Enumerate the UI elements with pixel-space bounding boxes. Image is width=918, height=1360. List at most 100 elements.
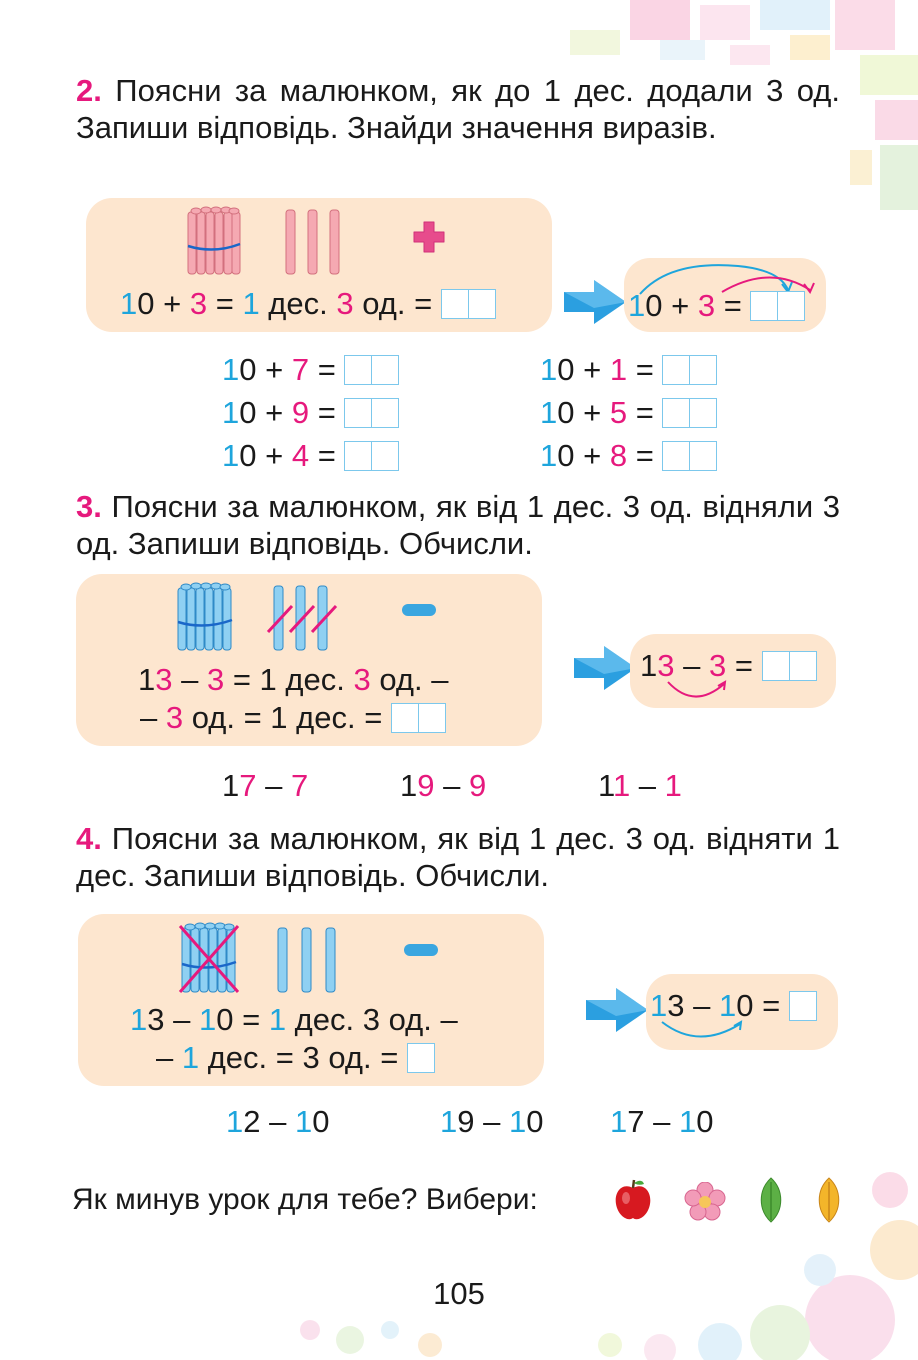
task-3-box-line-2: – 3 од. = 1 дес. = [140,700,446,736]
operator: = [715,288,742,323]
answer-cell[interactable] [690,355,718,385]
digit: 1 [508,1104,527,1139]
operator: – [434,768,469,803]
operator: – [140,700,166,735]
answer-cell[interactable] [662,398,691,428]
operator: – [172,662,207,697]
digit: 0 [216,1002,234,1037]
answer-cell[interactable] [372,441,400,471]
answer-cell[interactable] [690,441,718,471]
digit: 1 [664,768,682,803]
digit: 1 [610,1104,628,1139]
apple-icon[interactable] [612,1178,654,1222]
operator: = [627,395,654,430]
exercise-3-1: 17 – 7 [222,768,308,804]
answer-cell[interactable] [690,398,718,428]
digit: 1 [222,395,240,430]
task-4-box-line-1: 13 – 10 = 1 дес. 3 од. – [130,1002,458,1038]
digit: 3 [206,662,225,697]
operator: + [154,286,190,321]
operator: – [164,1002,199,1037]
corner-decoration-bottom-right [598,1172,918,1360]
digit: 9 [291,395,310,430]
task-3-text: Поясни за малюнком, як від 1 дес. 3 од. … [76,489,841,561]
yellow-leaf-icon[interactable] [814,1176,844,1224]
corner-decoration-bottom-left [300,1320,442,1357]
answer-cell[interactable] [390,703,419,733]
digit: 0 [239,438,257,473]
digit: 1 [400,768,418,803]
digit: 8 [609,438,628,473]
digit: 7 [239,768,257,803]
exercise-3-3: 11 – 1 [598,768,682,804]
answer-cell[interactable] [788,991,817,1021]
operator: – [260,1104,295,1139]
operator: – [674,648,709,683]
digit: 0 [239,395,257,430]
digit: 1 [650,988,668,1023]
task-2-instruction: 2. Поясни за малюнком, як до 1 дес. дода… [76,72,840,146]
task-4-number: 4. [76,821,102,856]
answer-cell[interactable] [778,291,806,321]
exercise-2-3: 10 + 4 = [222,438,400,474]
digit: 4 [291,438,310,473]
operator: = [726,648,753,683]
answer-cell[interactable] [406,1043,435,1073]
digit: 0 [312,1104,330,1139]
digit: 3 [165,700,184,735]
digit: 9 [457,1104,475,1139]
answer-cell[interactable] [468,289,496,319]
digit: 1 [440,1104,458,1139]
answer-cell[interactable] [344,441,373,471]
answer-cell[interactable] [662,355,691,385]
task-3-illustration-box [76,574,542,746]
digit: 0 [137,286,155,321]
minus-sign-icon [404,944,438,956]
answer-cell[interactable] [761,651,790,681]
task-2-number: 2. [76,73,102,108]
operator: + [256,395,292,430]
digit: 1 [138,662,156,697]
digit: 0 [696,1104,714,1139]
digit: 1 [120,286,138,321]
task-4-box-line-2: – 1 дес. = 3 од. = [156,1040,435,1076]
answer-cell[interactable] [372,398,400,428]
answer-cell[interactable] [440,289,469,319]
digit: 9 [468,768,487,803]
answer-cell[interactable] [344,398,373,428]
digit: 0 [557,395,575,430]
operator: = [753,988,781,1023]
digit: 1 [540,352,558,387]
digit: 1 [614,768,631,803]
digit: 3 [657,648,675,683]
digit: 0 [645,288,663,323]
digit: 1 [628,288,646,323]
answer-cell[interactable] [750,291,779,321]
digit: 5 [609,395,628,430]
answer-cell[interactable] [662,441,691,471]
exercise-4-3: 17 – 10 [610,1104,713,1140]
task-4-result-equation: 13 – 10 = [650,988,817,1024]
green-leaf-icon[interactable] [756,1176,786,1224]
digit: 1 [242,286,260,321]
unit-label: од. = 1 дес. = [183,700,383,735]
right-arrow-icon [574,646,636,690]
operator: + [256,438,292,473]
answer-cell[interactable] [789,651,817,681]
operator: – [256,768,291,803]
digit: 1 [678,1104,697,1139]
task-2-box-equation: 10 + 3 = 1 дес. 3 од. = [120,286,496,322]
operator: – [474,1104,509,1139]
reflection-question: Як минув урок для тебе? Вибери: [72,1183,538,1216]
exercise-2-6: 10 + 8 = [540,438,718,474]
blue-bundle-of-ten-sticks-icon [177,582,233,651]
answer-cell[interactable] [418,703,446,733]
three-sticks-icon [285,209,340,275]
right-arrow-icon [586,988,648,1032]
operator: = [309,352,336,387]
task-3-instruction: 3. Поясни за малюнком, як від 1 дес. 3 о… [76,488,840,562]
answer-cell[interactable] [344,355,373,385]
bundle-of-ten-sticks-icon [187,206,241,275]
flower-icon[interactable] [684,1182,726,1222]
answer-cell[interactable] [372,355,400,385]
